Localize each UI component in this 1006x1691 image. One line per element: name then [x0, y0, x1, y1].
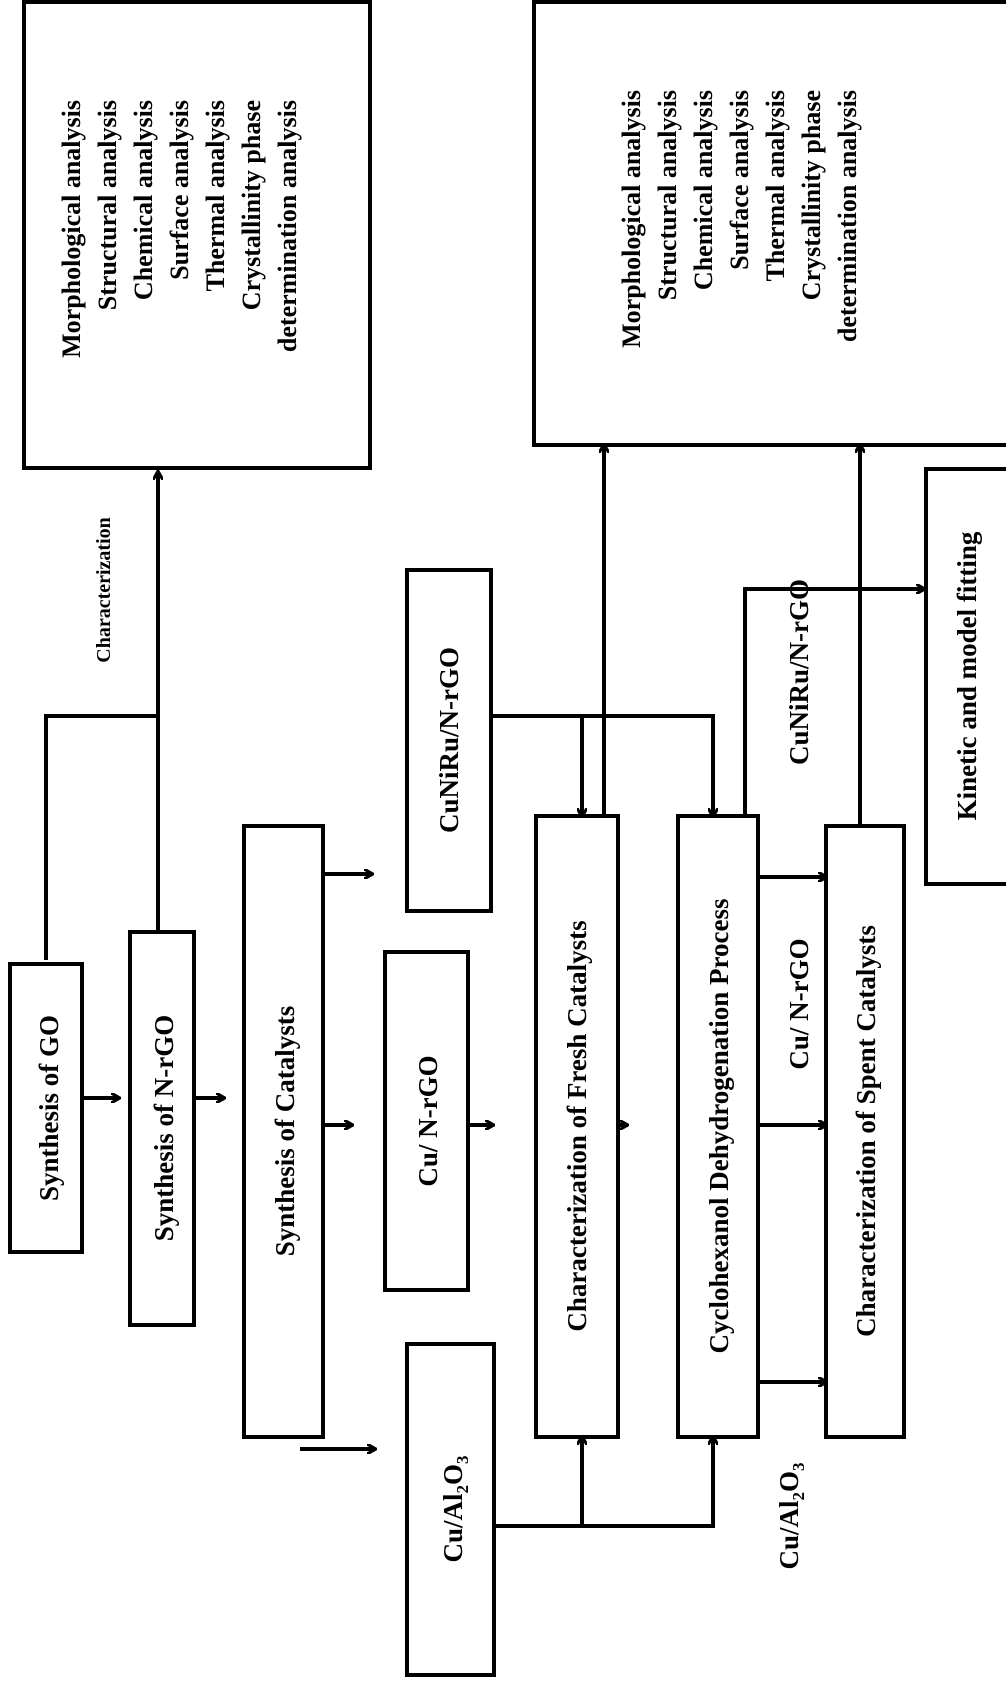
label-out-cu-al2o3: Cu/Al2O3: [774, 1462, 808, 1569]
label-out-cu-nrgo: Cu/ N-rGO: [784, 938, 814, 1069]
svg-text:Characterization of Fresh Cata: Characterization of Fresh Catalysts: [562, 920, 592, 1331]
analysis-item: Structural analysis: [93, 100, 122, 310]
step-dehydrogenation: Cyclohexanol Dehydrogenation Process: [676, 814, 760, 1439]
svg-text:Kinetic and model fitting: Kinetic and model fitting: [952, 531, 982, 820]
catalyst-cu-nrgo: Cu/ N-rGO: [383, 950, 470, 1292]
catalyst-cu-al2o3: Cu/Al2O3: [405, 1342, 496, 1677]
svg-text:Cu/Al2O3: Cu/Al2O3: [438, 1455, 472, 1562]
analysis-item: Crystallinity phase: [237, 100, 266, 310]
analysis-item: Surface analysis: [725, 90, 754, 270]
analysis-item: determination analysis: [833, 90, 862, 342]
analysis-item: Surface analysis: [165, 100, 194, 280]
step-synthesis-nrgo: Synthesis of N-rGO: [128, 930, 196, 1327]
svg-text:Synthesis of GO: Synthesis of GO: [34, 1015, 64, 1201]
step-characterization-fresh: Characterization of Fresh Catalysts: [534, 814, 620, 1439]
step-synthesis-catalysts: Synthesis of Catalysts: [242, 824, 325, 1439]
analysis-item: Thermal analysis: [201, 100, 230, 291]
catalyst-cunirun-nrgo: CuNiRu/N-rGO: [405, 568, 493, 913]
analysis-item: Chemical analysis: [129, 100, 158, 300]
analysis-item: Crystallinity phase: [797, 90, 826, 300]
analysis-item: determination analysis: [273, 100, 302, 352]
analysis-item: Thermal analysis: [761, 90, 790, 281]
step-characterization-spent: Characterization of Spent Catalysts: [824, 824, 906, 1439]
svg-text:Synthesis of N-rGO: Synthesis of N-rGO: [149, 1015, 179, 1242]
svg-text:CuNiRu/N-rGO: CuNiRu/N-rGO: [434, 647, 464, 833]
step-kinetic: Kinetic and model fitting: [924, 467, 1006, 886]
svg-text:Cyclohexanol Dehydrogenation P: Cyclohexanol Dehydrogenation Process: [704, 899, 734, 1354]
svg-text:Cu/ N-rGO: Cu/ N-rGO: [413, 1055, 443, 1186]
analysis-item: Structural analysis: [653, 90, 682, 300]
step-synthesis-go: Synthesis of GO: [8, 962, 84, 1254]
svg-text:Synthesis of Catalysts: Synthesis of Catalysts: [270, 1006, 300, 1257]
label-out-cunirun-nrgo: CuNiRu/N-rGO: [784, 579, 814, 765]
svg-text:Characterization of Spent Cata: Characterization of Spent Catalysts: [851, 925, 881, 1337]
analysis-item: Morphological analysis: [57, 100, 86, 358]
analysis-item: Morphological analysis: [617, 90, 646, 348]
label-characterization: Characterization: [93, 517, 115, 663]
analysis-item: Chemical analysis: [689, 90, 718, 290]
